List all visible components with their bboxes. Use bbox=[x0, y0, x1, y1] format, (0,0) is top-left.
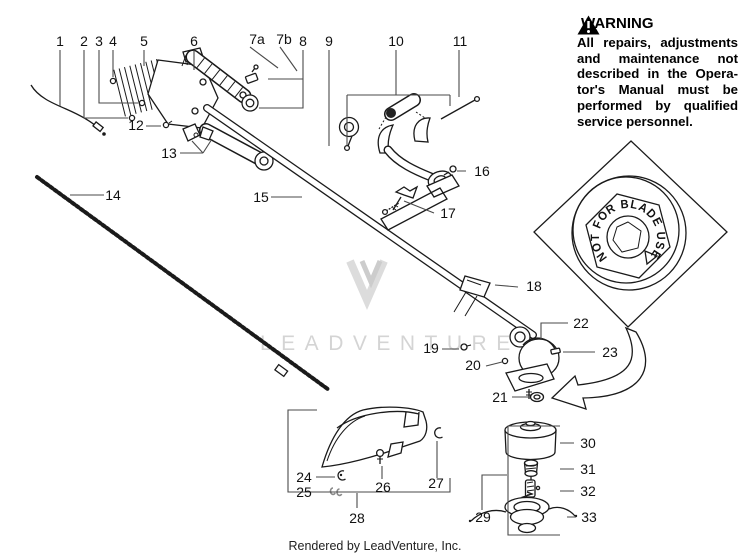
upper-driveshaft-housing bbox=[181, 47, 259, 112]
wing-bolt-17 bbox=[394, 185, 419, 199]
warning-line: performed by qualified bbox=[577, 97, 738, 113]
watermark-text: LEADVENTURE bbox=[260, 332, 520, 355]
part-label-6: 6 bbox=[190, 33, 198, 49]
screw-20 bbox=[501, 357, 509, 365]
part-label-7b: 7b bbox=[276, 31, 292, 47]
trimmer-line-left bbox=[470, 509, 507, 522]
warning-body: All repairs, adjustments and maintenance… bbox=[577, 35, 738, 129]
screw-3 bbox=[138, 99, 146, 107]
part-label-18: 18 bbox=[526, 278, 542, 294]
part-label-3: 3 bbox=[95, 33, 103, 49]
part-label-10: 10 bbox=[388, 33, 404, 49]
part-label-30: 30 bbox=[580, 435, 596, 451]
blade-triangle-icon bbox=[644, 249, 659, 266]
screw-2 bbox=[128, 114, 136, 122]
part-label-33: 33 bbox=[581, 509, 597, 525]
part-label-29: 29 bbox=[475, 509, 491, 525]
blade-warning-detail: NOT FOR BLADE USE bbox=[533, 140, 728, 328]
handle-assembly bbox=[338, 93, 481, 231]
warning-line: and maintenance not bbox=[577, 50, 738, 66]
part-label-31: 31 bbox=[580, 461, 596, 477]
part-label-17: 17 bbox=[440, 205, 456, 221]
liner-retainer-8 bbox=[244, 72, 259, 84]
warning-box: WARNING All repairs, adjustments and mai… bbox=[577, 15, 738, 129]
watermark-chevron-icon bbox=[346, 259, 388, 311]
part-label-5: 5 bbox=[140, 33, 148, 49]
grip-end-cap bbox=[386, 108, 396, 118]
part-label-26: 26 bbox=[375, 479, 391, 495]
part-label-8: 8 bbox=[299, 33, 307, 49]
detail-pointer-arrow-icon bbox=[550, 326, 647, 410]
part-label-24: 24 bbox=[296, 469, 312, 485]
part-label-23: 23 bbox=[602, 344, 618, 360]
screw-16 bbox=[449, 165, 457, 173]
warning-line: service personnel. bbox=[577, 113, 693, 129]
part-label-28: 28 bbox=[349, 510, 365, 526]
handle-bolt-11 bbox=[440, 99, 476, 120]
part-label-14: 14 bbox=[105, 187, 121, 203]
flexible-driveshaft bbox=[35, 175, 331, 392]
watermark-chevron-small-icon bbox=[359, 260, 383, 289]
debris-shield bbox=[321, 406, 428, 468]
part-label-32: 32 bbox=[580, 483, 596, 499]
pin-23 bbox=[550, 347, 561, 355]
shaft-tube bbox=[203, 104, 537, 339]
shield-clamp-18 bbox=[453, 275, 491, 317]
part-label-9: 9 bbox=[325, 33, 333, 49]
warning-line: All repairs, adjustments bbox=[577, 35, 738, 50]
part-label-20: 20 bbox=[465, 357, 481, 373]
part-label-4: 4 bbox=[109, 33, 117, 49]
part-label-21: 21 bbox=[492, 389, 508, 405]
part-label-1: 1 bbox=[56, 33, 64, 49]
part-label-7a: 7a bbox=[249, 31, 265, 47]
debris-shield-assembly bbox=[321, 406, 443, 497]
screw-12 bbox=[162, 121, 170, 129]
clutch-housing-assembly bbox=[109, 58, 274, 171]
throttle-cable bbox=[30, 84, 106, 136]
screw-19 bbox=[460, 343, 468, 351]
screw-4 bbox=[109, 77, 117, 85]
head-nut-21 bbox=[529, 391, 545, 403]
gearhead-assembly bbox=[460, 326, 561, 403]
part-label-2: 2 bbox=[80, 33, 88, 49]
bump-knob bbox=[517, 522, 537, 534]
clips-25 bbox=[329, 487, 343, 497]
warning-triangle-icon bbox=[577, 15, 600, 35]
trimmer-head-assembly bbox=[468, 420, 578, 534]
callout-leader-lines bbox=[59, 46, 595, 536]
part-label-11: 11 bbox=[453, 33, 468, 49]
part-label-13: 13 bbox=[161, 145, 177, 161]
part-label-16: 16 bbox=[474, 163, 490, 179]
part-label-22: 22 bbox=[573, 315, 589, 331]
part-label-15: 15 bbox=[253, 189, 269, 205]
render-credit: Rendered by LeadVenture, Inc. bbox=[288, 539, 462, 553]
part-label-27: 27 bbox=[428, 475, 444, 491]
warning-line: tor's Manual must be bbox=[577, 82, 738, 98]
warning-line: described in the Opera- bbox=[577, 66, 738, 82]
clip-24 bbox=[337, 470, 346, 481]
screw-26 bbox=[375, 448, 385, 458]
leadventure-watermark: LEADVENTURE bbox=[260, 259, 520, 355]
warning-title: WARNING bbox=[581, 15, 654, 32]
part-label-25: 25 bbox=[296, 484, 312, 500]
part-label-19: 19 bbox=[423, 340, 439, 356]
part-label-12: 12 bbox=[128, 117, 144, 133]
trimmer-line-right bbox=[548, 506, 576, 517]
clip-27 bbox=[434, 427, 443, 439]
